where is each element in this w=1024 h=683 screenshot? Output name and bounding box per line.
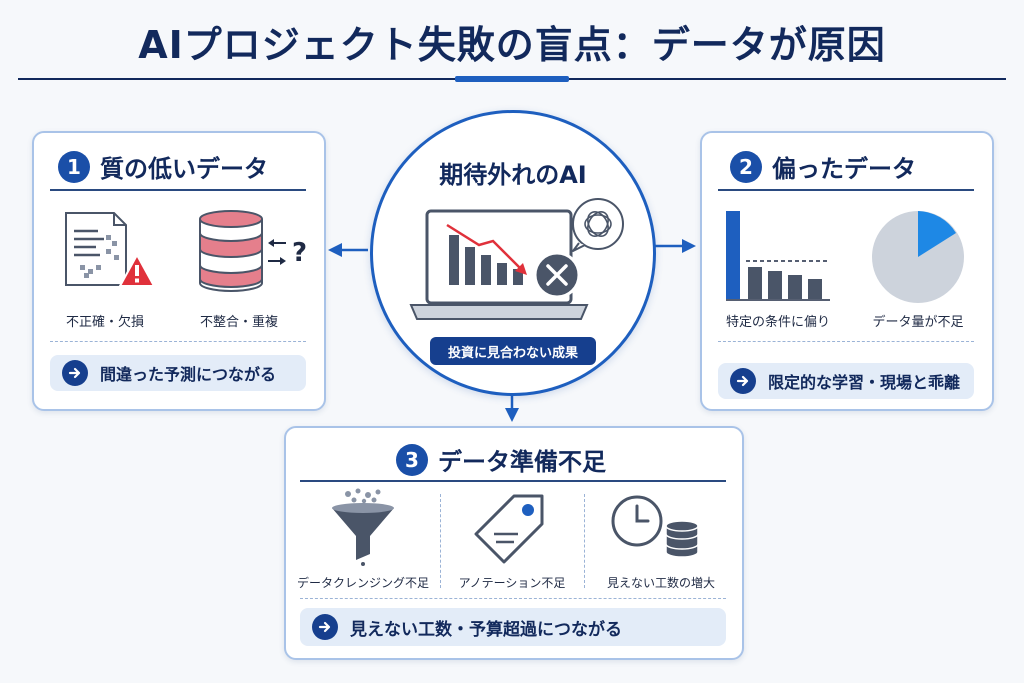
page-title: AIプロジェクト失敗の盲点：データが原因 <box>138 23 886 67</box>
chart-down-icon <box>446 223 527 285</box>
result-bar: 見えない工数・予算超過につながる <box>300 608 726 646</box>
warning-icon <box>119 254 155 287</box>
arrow-right-icon <box>62 360 88 386</box>
document-icon <box>65 212 127 286</box>
panel-insufficient-data-prep: 3 データ準備不足 データクレンジング不足 アノテーション不足 <box>284 426 744 660</box>
dashed-separator <box>440 494 441 588</box>
bar-chart-icon <box>726 211 830 301</box>
panel-rule <box>300 480 726 482</box>
brain-icon <box>572 198 624 252</box>
svg-text:?: ? <box>292 238 307 268</box>
item-caption: データ量が不足 <box>872 315 964 330</box>
panel-number-badge: 1 <box>58 150 90 183</box>
dashed-separator <box>584 494 585 588</box>
item-caption: アノテーション不足 <box>458 576 566 590</box>
pie-chart-icon <box>872 211 964 303</box>
panel-low-quality-data: 1 質の低いデータ <box>32 131 326 411</box>
panel-rule <box>718 189 974 191</box>
database-icon <box>199 210 263 292</box>
arrow-right-icon <box>730 368 756 394</box>
arrow-right-icon <box>312 614 338 640</box>
tag-icon <box>474 494 544 564</box>
x-icon <box>533 251 581 299</box>
panel-rule <box>50 189 306 191</box>
panel-biased-data: 2 偏ったデータ 特定の条件に偏り データ量が不足 限定的な学習・現場と乖離 <box>700 131 994 411</box>
question-icon: ? <box>268 238 307 268</box>
result-bar: 限定的な学習・現場と乖離 <box>718 363 974 399</box>
panel-number-badge: 3 <box>396 443 428 476</box>
dashed-divider <box>718 341 974 342</box>
laptop-icon <box>409 209 589 320</box>
dashed-divider <box>300 598 726 599</box>
panel-title: 質の低いデータ <box>100 155 268 183</box>
title-accent <box>455 76 569 82</box>
item-caption: データクレンジング不足 <box>296 576 429 590</box>
center-title: 期待外れのAI <box>439 161 587 189</box>
item-caption: 見えない工数の増大 <box>606 576 715 590</box>
result-bar: 間違った予測につながる <box>50 355 306 391</box>
panel-number-badge: 2 <box>730 150 762 183</box>
item-caption: 不整合・重複 <box>199 315 278 330</box>
item-caption: 不正確・欠損 <box>65 315 144 330</box>
result-text: 限定的な学習・現場と乖離 <box>768 373 961 392</box>
funnel-icon <box>332 488 394 566</box>
center-subtitle: 投資に見合わない成果 <box>430 337 596 365</box>
panel-title: 偏ったデータ <box>772 155 916 183</box>
result-text: 間違った予測につながる <box>100 365 277 384</box>
item-caption: 特定の条件に偏り <box>725 315 830 330</box>
result-text: 見えない工数・予算超過につながる <box>350 619 622 640</box>
dashed-divider <box>50 341 306 342</box>
stack-icon <box>665 520 699 558</box>
clock-icon <box>611 495 663 547</box>
panel-title: データ準備不足 <box>438 448 606 476</box>
center-disappointing-ai: 期待外れのAI 投資に見合わない成果 <box>370 110 656 396</box>
